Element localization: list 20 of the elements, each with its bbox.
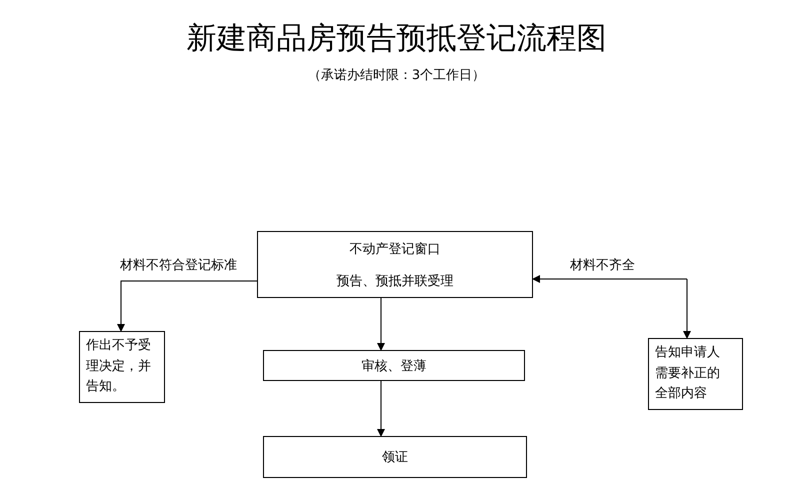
arrow xyxy=(377,298,385,351)
box-text: 审核、登薄 xyxy=(362,358,426,374)
process-box xyxy=(257,231,533,298)
box-text: 告知申请人需要补正的全部内容 xyxy=(655,344,721,404)
box-text: 不动产登记窗口 xyxy=(350,240,440,258)
process-box xyxy=(79,331,165,403)
process-box xyxy=(648,338,743,410)
process-box xyxy=(263,436,527,478)
title: 新建商品房预告预抵登记流程图 xyxy=(186,20,608,58)
edge-label: 材料不齐全 xyxy=(568,256,637,274)
box-text: 作出不予受理决定，并告知。 xyxy=(86,336,152,396)
box-text: 领证 xyxy=(382,449,408,466)
process-box xyxy=(263,350,525,381)
caption: （承诺办结时限：3个工作日） xyxy=(306,67,486,84)
arrow xyxy=(117,280,258,332)
arrow xyxy=(377,380,385,437)
edge-label: 材料不符合登记标准 xyxy=(118,256,239,274)
arrow xyxy=(683,278,691,339)
arrow xyxy=(532,275,688,283)
box-text: 预告、预抵并联受理 xyxy=(336,272,454,290)
